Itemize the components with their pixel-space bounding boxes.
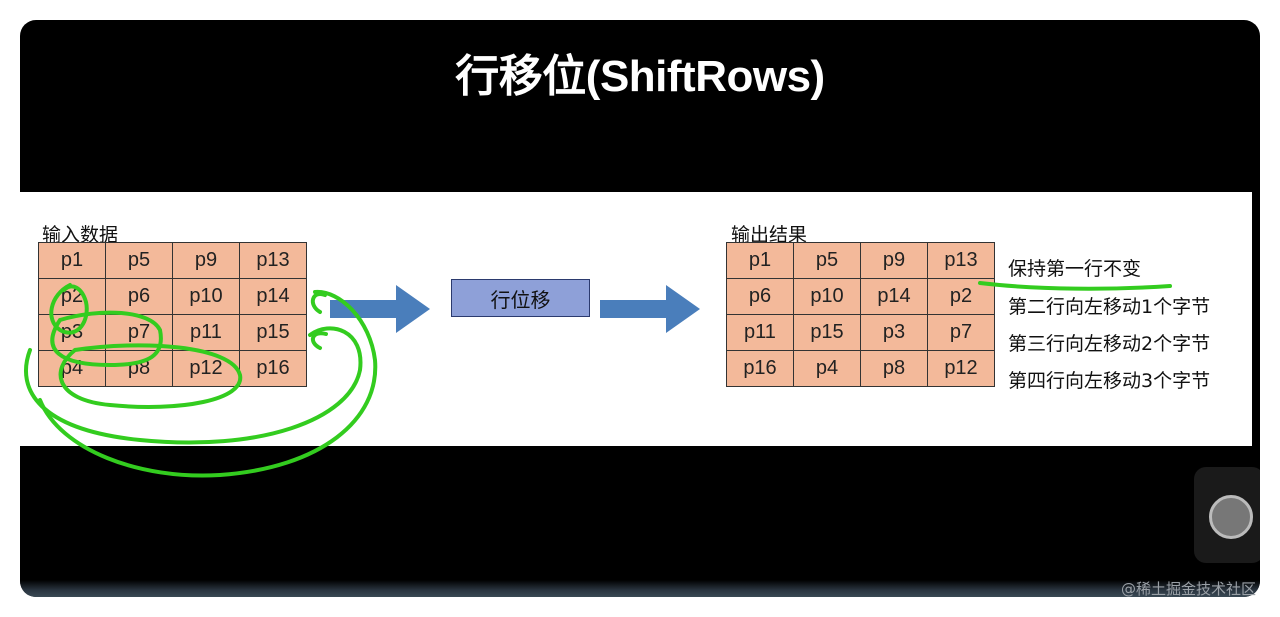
input-row: p4 p8 p12 p16 [38, 350, 307, 387]
output-row: p16 p4 p8 p12 [726, 350, 995, 387]
output-cell: p14 [860, 278, 928, 315]
slide-title: 行移位(ShiftRows) [455, 52, 825, 101]
output-cell: p12 [927, 350, 995, 387]
input-cell: p6 [105, 278, 173, 315]
input-cell: p7 [105, 314, 173, 351]
output-cell: p7 [927, 314, 995, 351]
watermark: @稀土掘金技术社区 [1120, 580, 1256, 598]
output-cell: p9 [860, 242, 928, 279]
output-cell: p2 [927, 278, 995, 315]
arrow-right-icon [600, 285, 700, 333]
input-cell: p4 [38, 350, 106, 387]
input-cell: p3 [38, 314, 106, 351]
output-row: p1 p5 p9 p13 [726, 242, 995, 279]
output-caption: 输出结果 [731, 224, 808, 246]
input-cell: p8 [105, 350, 173, 387]
row-note: 第四行向左移动3个字节 [1008, 370, 1211, 392]
row-note: 第二行向左移动1个字节 [1008, 296, 1211, 318]
row-note: 保持第一行不变 [1008, 258, 1142, 280]
record-button[interactable] [1194, 467, 1260, 563]
input-cell: p15 [239, 314, 307, 351]
input-row: p3 p7 p11 p15 [38, 314, 307, 351]
output-cell: p11 [726, 314, 794, 351]
output-cell: p3 [860, 314, 928, 351]
output-row: p11 p15 p3 p7 [726, 314, 995, 351]
output-cell: p1 [726, 242, 794, 279]
output-cell: p13 [927, 242, 995, 279]
output-cell: p4 [793, 350, 861, 387]
record-circle-icon [1209, 495, 1253, 539]
output-cell: p10 [793, 278, 861, 315]
arrow-right-icon [330, 285, 430, 333]
output-cell: p16 [726, 350, 794, 387]
video-frame: 行移位(ShiftRows) 输入数据 p1 p5 p9 p13 p2 p6 p… [20, 20, 1260, 597]
input-cell: p10 [172, 278, 240, 315]
input-matrix: p1 p5 p9 p13 p2 p6 p10 p14 p3 p7 p11 p15… [38, 242, 307, 387]
input-cell: p12 [172, 350, 240, 387]
input-cell: p9 [172, 242, 240, 279]
operation-box: 行位移 [451, 279, 590, 317]
output-matrix: p1 p5 p9 p13 p6 p10 p14 p2 p11 p15 p3 p7… [726, 242, 995, 387]
output-cell: p15 [793, 314, 861, 351]
input-row: p1 p5 p9 p13 [38, 242, 307, 279]
input-caption: 输入数据 [42, 224, 119, 246]
input-cell: p2 [38, 278, 106, 315]
input-cell: p1 [38, 242, 106, 279]
input-cell: p5 [105, 242, 173, 279]
input-cell: p16 [239, 350, 307, 387]
input-row: p2 p6 p10 p14 [38, 278, 307, 315]
input-cell: p13 [239, 242, 307, 279]
input-cell: p14 [239, 278, 307, 315]
input-cell: p11 [172, 314, 240, 351]
slide-content: 输入数据 p1 p5 p9 p13 p2 p6 p10 p14 p3 p7 p1… [20, 192, 1252, 446]
output-row: p6 p10 p14 p2 [726, 278, 995, 315]
output-cell: p6 [726, 278, 794, 315]
output-cell: p8 [860, 350, 928, 387]
row-note: 第三行向左移动2个字节 [1008, 333, 1211, 355]
video-progress-strip [20, 580, 1260, 597]
output-cell: p5 [793, 242, 861, 279]
